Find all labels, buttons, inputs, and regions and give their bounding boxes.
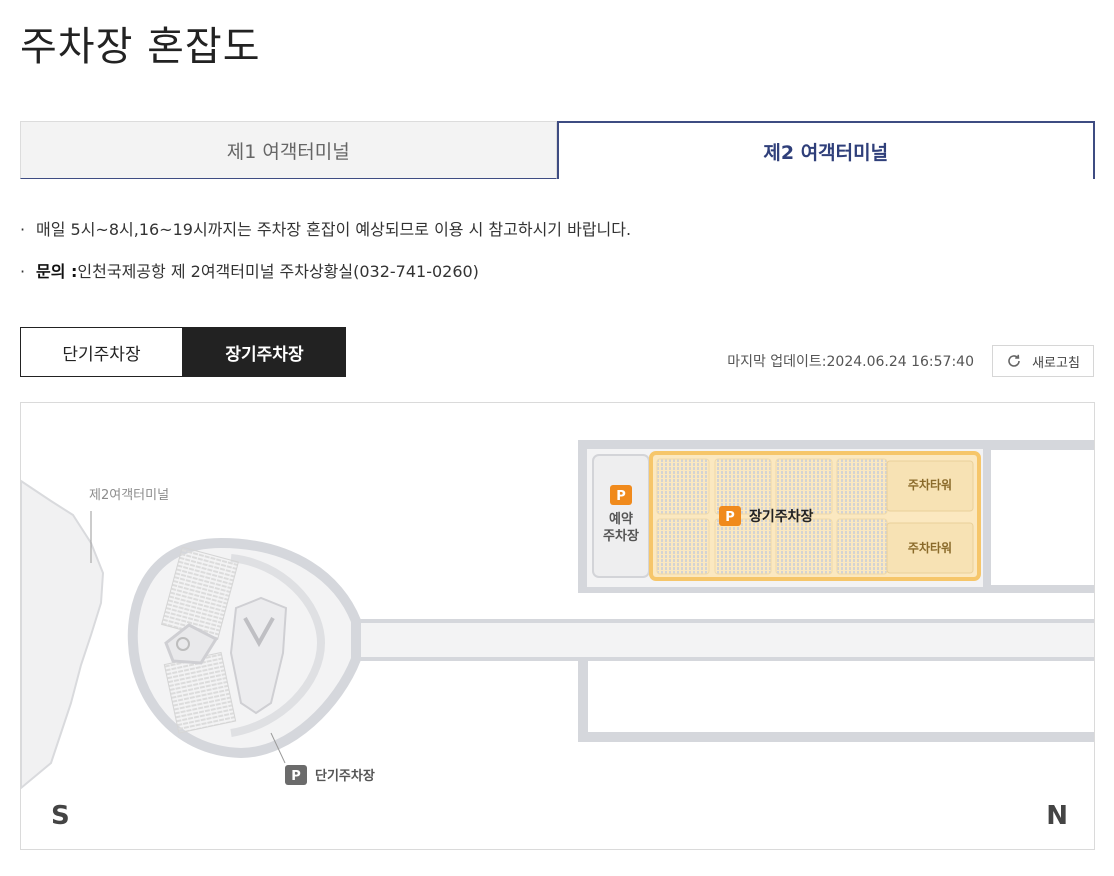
tab-terminal-1[interactable]: 제1 여객터미널 [20,121,557,179]
stall-block [656,518,710,575]
tab-long-term-lot[interactable]: 장기주차장 [183,327,346,377]
refresh-button[interactable]: 새로고침 [992,345,1094,377]
terminal-building [21,479,105,790]
short-term-leader [270,732,286,764]
reservation-lot-label-1: 예약 [609,511,633,527]
parking-map: 제2여객터미널 P 단기주차장 P 예약 주차장 [20,402,1095,850]
parking-map-svg: 제2여객터미널 P 단기주차장 P 예약 주차장 [21,440,1094,790]
parking-tower-1 [886,460,974,512]
lot-tabs: 단기주차장 장기주차장 [20,327,346,377]
update-bar: 마지막 업데이트:2024.06.24 16:57:40 새로고침 [727,345,1094,377]
bullet-icon: · [20,262,26,281]
long-term-p-badge [719,506,741,526]
short-term-ramp [243,617,275,648]
short-term-hub-mark [176,637,190,651]
stall-block [775,458,833,515]
compass-north: N [1046,801,1068,831]
terminal-label: 제2여객터미널 [89,488,169,503]
stall-block [656,458,710,515]
compass-south: S [51,801,70,831]
stall-block [775,518,833,575]
short-term-inner-ring [230,554,326,737]
notice-contact-label: 문의 : [36,262,78,281]
parking-tower-2 [886,522,974,574]
parking-tower-1-label: 주차타워 [908,477,952,492]
notice-contact: · 문의 :인천국제공항 제 2여객터미널 주차상황실(032-741-0260… [20,260,631,284]
short-term-center [229,596,288,715]
stall-block [714,458,772,515]
short-term-hub [164,623,219,665]
long-term-p-symbol: P [725,510,735,525]
notice-congestion: · 매일 5시~8시,16~19시까지는 주차장 혼잡이 예상되므로 이용 시 … [20,218,631,242]
page-title: 주차장 혼잡도 [20,24,261,70]
long-term-road-bottom [578,659,1094,742]
reservation-lot-label-2: 주차장 [603,528,639,544]
tab-terminal-2[interactable]: 제2 여객터미널 [556,121,1095,179]
notice-contact-text: 인천국제공항 제 2여객터미널 주차상황실(032-741-0260) [77,262,479,281]
stall-block [836,518,888,575]
terminal-tabs: 제1 여객터미널 제2 여객터미널 [20,121,1095,179]
short-term-p-badge [285,765,307,785]
reservation-p-symbol: P [616,489,626,504]
stall-block [714,518,772,575]
parking-tower-2-label: 주차타워 [908,540,952,555]
bullet-icon: · [20,220,26,239]
notice-list: · 매일 5시~8시,16~19시까지는 주차장 혼잡이 예상되므로 이용 시 … [20,218,631,302]
long-term-stall-blocks [656,458,888,575]
short-term-p-symbol: P [291,769,301,784]
notice-congestion-text: 매일 5시~8시,16~19시까지는 주차장 혼잡이 예상되므로 이용 시 참고… [36,220,632,239]
last-update-text: 마지막 업데이트:2024.06.24 16:57:40 [727,354,974,370]
long-term-road-top [578,440,1094,593]
stall-block [836,458,888,515]
long-term-lot-label: 장기주차장 [749,508,814,525]
access-road [339,619,1094,661]
short-term-lot-label: 단기주차장 [315,768,375,784]
refresh-label: 새로고침 [1032,355,1080,371]
reservation-p-badge [610,485,632,505]
refresh-icon [1008,354,1020,367]
tab-short-term-lot[interactable]: 단기주차장 [20,327,183,377]
